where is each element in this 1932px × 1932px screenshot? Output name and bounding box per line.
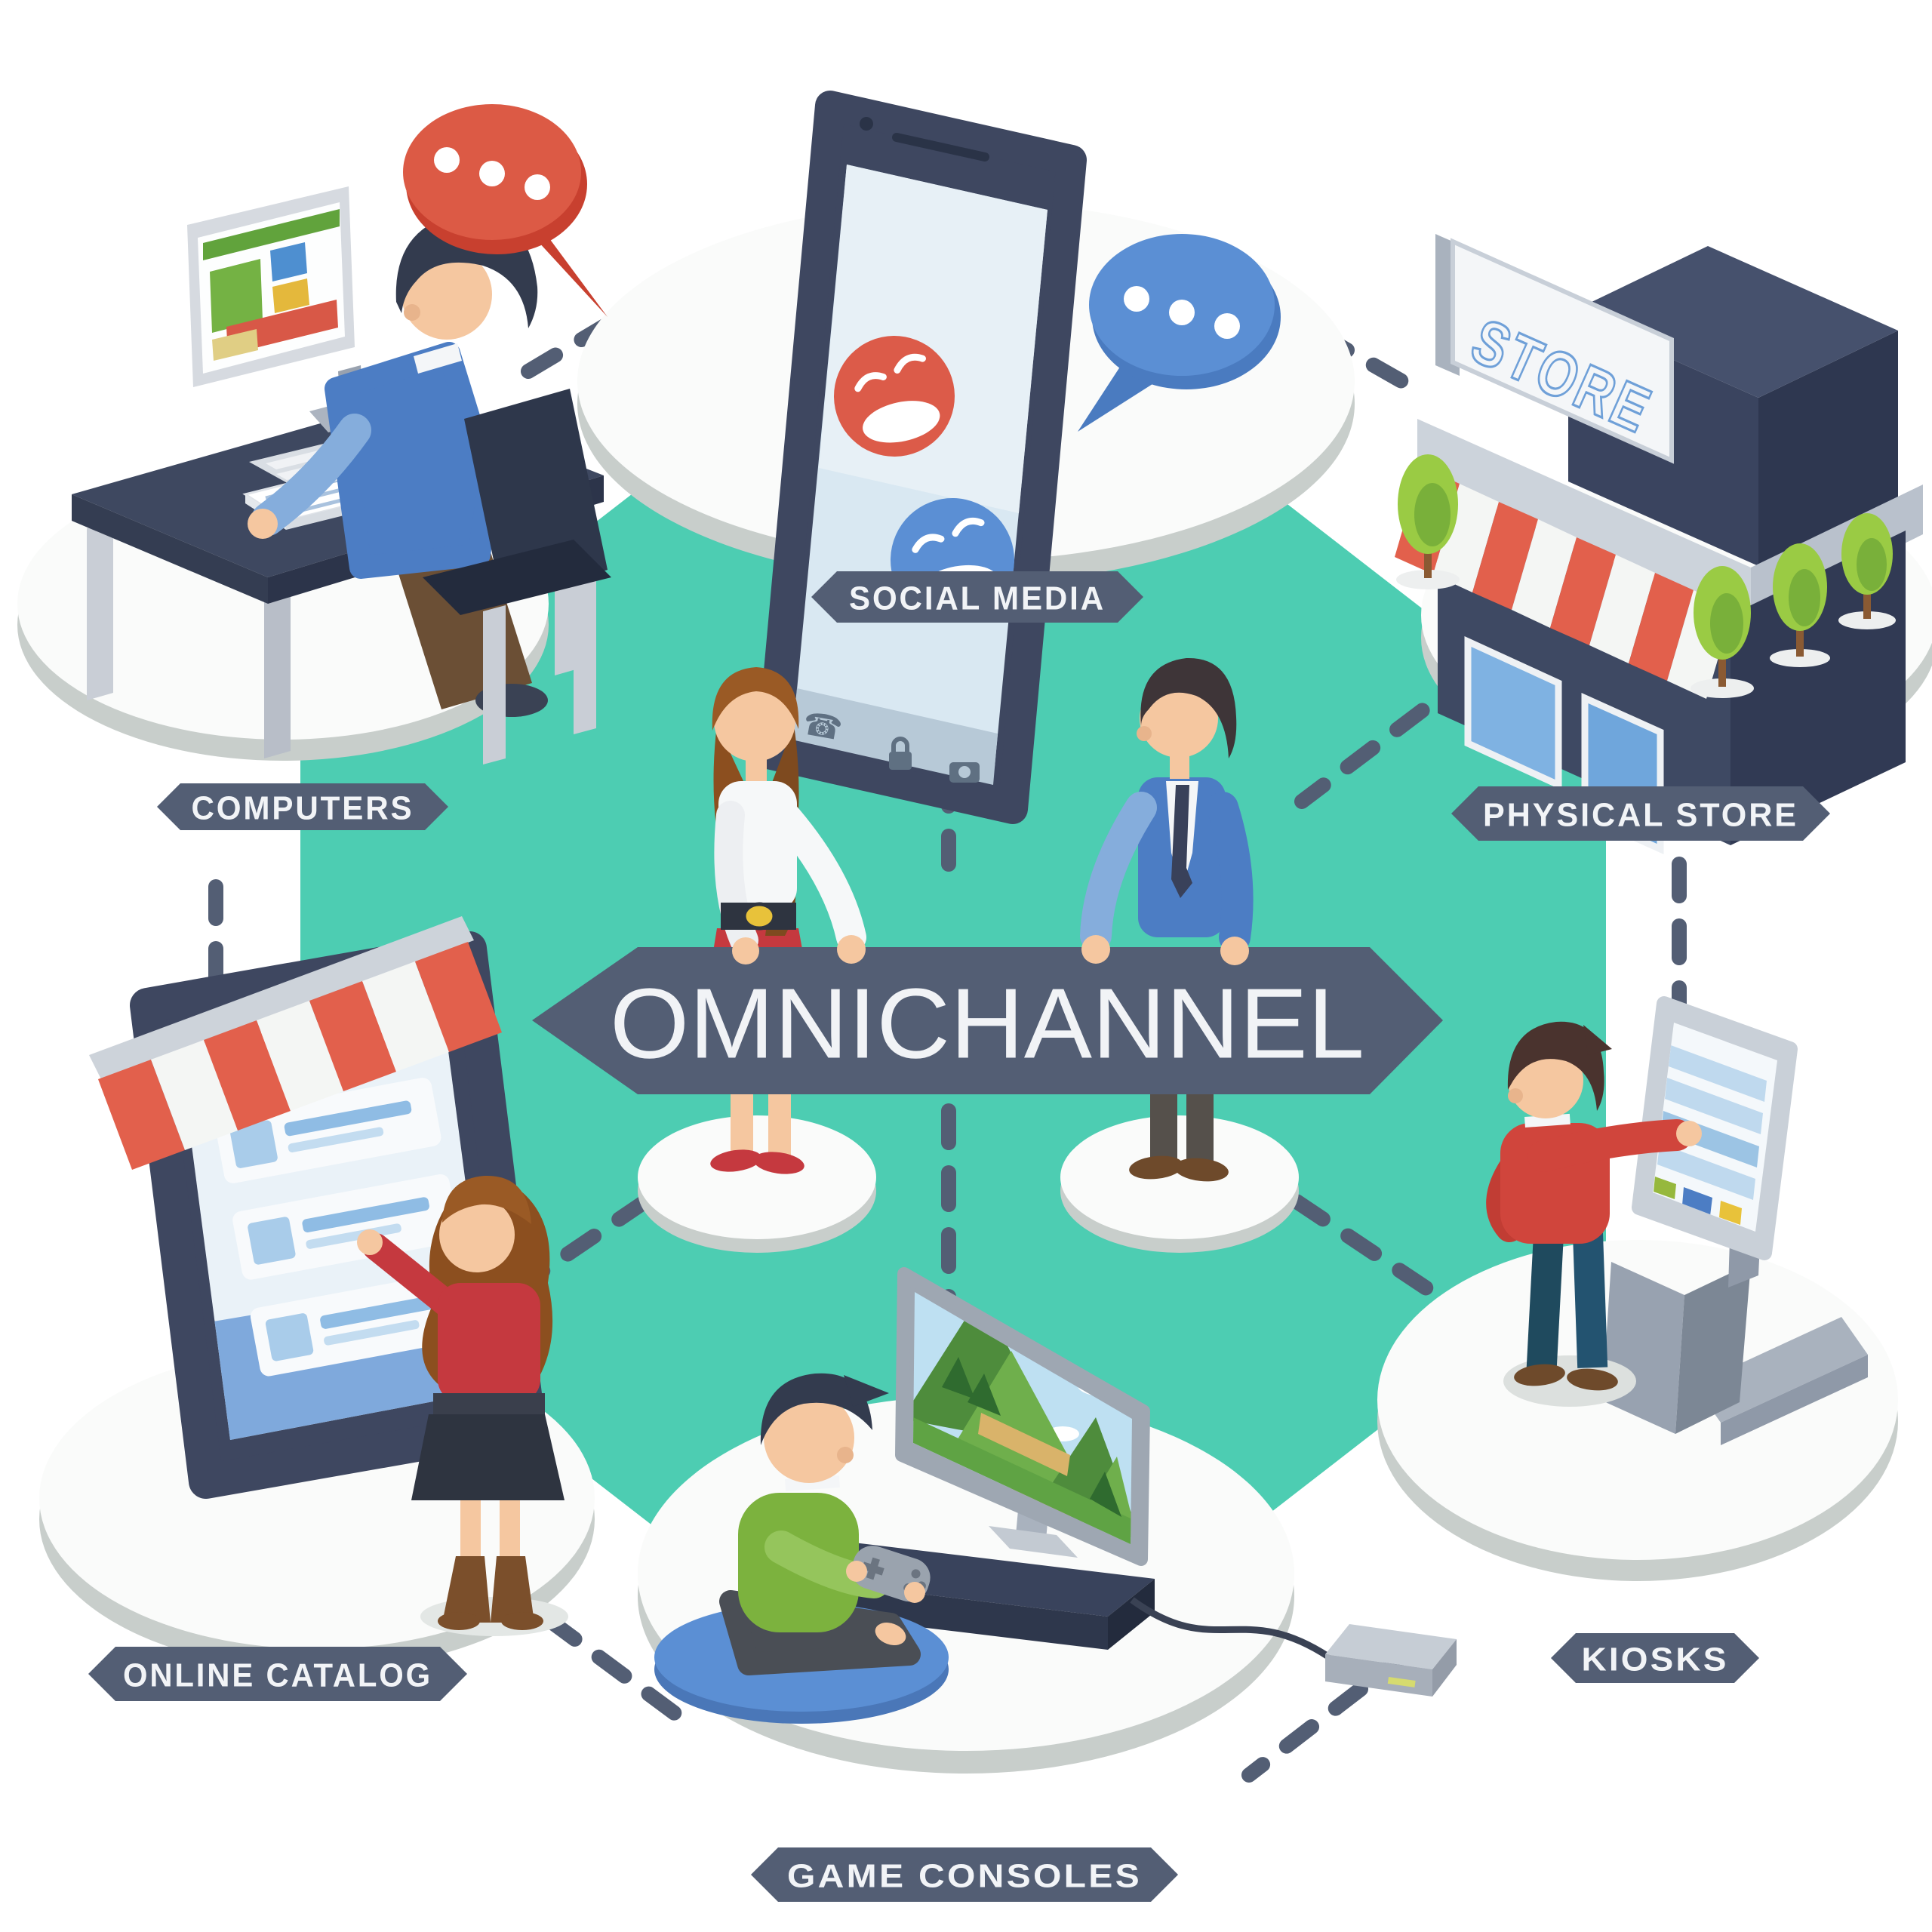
physical-store-label-badge: PHYSICAL STORE [1451,786,1830,841]
svg-text:☎: ☎ [800,705,845,746]
lock-icon [889,737,912,770]
office-chair [423,389,611,764]
social-media-label: SOCIAL MEDIA [849,580,1106,617]
store-window [1464,635,1562,791]
catalog-list-item [232,1174,460,1280]
camera-icon [949,762,980,783]
monitor [187,186,400,432]
man-at-kiosk [1486,1021,1702,1407]
tree [1396,454,1460,589]
computers-label-badge: COMPUTERS [157,783,448,830]
online-catalog-scene [39,916,595,1670]
trees [1396,454,1896,698]
omnichannel-banner-text: OMNICHANNEL [610,968,1364,1079]
store-sign: STORE [1435,234,1674,464]
online-catalog-label: ONLINE CATALOG [123,1657,432,1694]
center-scene: OMNICHANNEL [532,657,1443,1253]
online-catalog-label-badge: ONLINE CATALOG [88,1647,467,1701]
woman-browsing-catalog [357,1175,568,1636]
boy-gaming [654,1373,949,1724]
omnichannel-banner: OMNICHANNEL [532,947,1443,1094]
computers-scene [17,186,611,764]
physical-store-label: PHYSICAL STORE [1483,797,1798,834]
television [895,1267,1150,1566]
game-consoles-label-badge: GAME CONSOLES [751,1847,1178,1902]
center-man [1080,657,1254,1182]
game-screen [913,1294,1132,1544]
kiosks-label: KIOSKS [1582,1641,1729,1678]
dashed-connector-catalog-game [492,1576,700,1734]
catalog-awning [89,916,502,1170]
store-building: STORE [1395,234,1923,854]
game-console-box [1130,1597,1457,1697]
platform [1377,1240,1898,1581]
phone-call-icon: ☎ [800,705,845,746]
tree [1770,543,1830,667]
tree [1690,566,1754,698]
smartphone: ☎ [756,91,1087,824]
man-pedestal [1060,1115,1299,1253]
chat-bubble-icon-red [403,104,608,317]
social-media-label-badge: SOCIAL MEDIA [811,571,1143,623]
tree [1838,513,1896,629]
woman-pedestal [638,1115,876,1253]
kiosk-screen-list [1654,1045,1767,1225]
catalog-list [214,1078,477,1377]
game-consoles-scene [638,1267,1457,1774]
dashed-connector-center-kiosk [1289,1194,1443,1302]
catalog-list-item [214,1078,441,1183]
physical-store-scene: STORE [1395,234,1932,854]
kiosks-label-badge: KIOSKS [1551,1633,1759,1683]
webpage-mockup [203,209,340,361]
game-consoles-label: GAME CONSOLES [787,1858,1142,1895]
hands-on-banner [732,935,1249,965]
kiosks-scene [1377,996,1898,1581]
laughing-emoji-icon-red [834,336,955,457]
chat-bubble-icon-blue [1078,234,1281,432]
computers-label: COMPUTERS [192,790,414,827]
